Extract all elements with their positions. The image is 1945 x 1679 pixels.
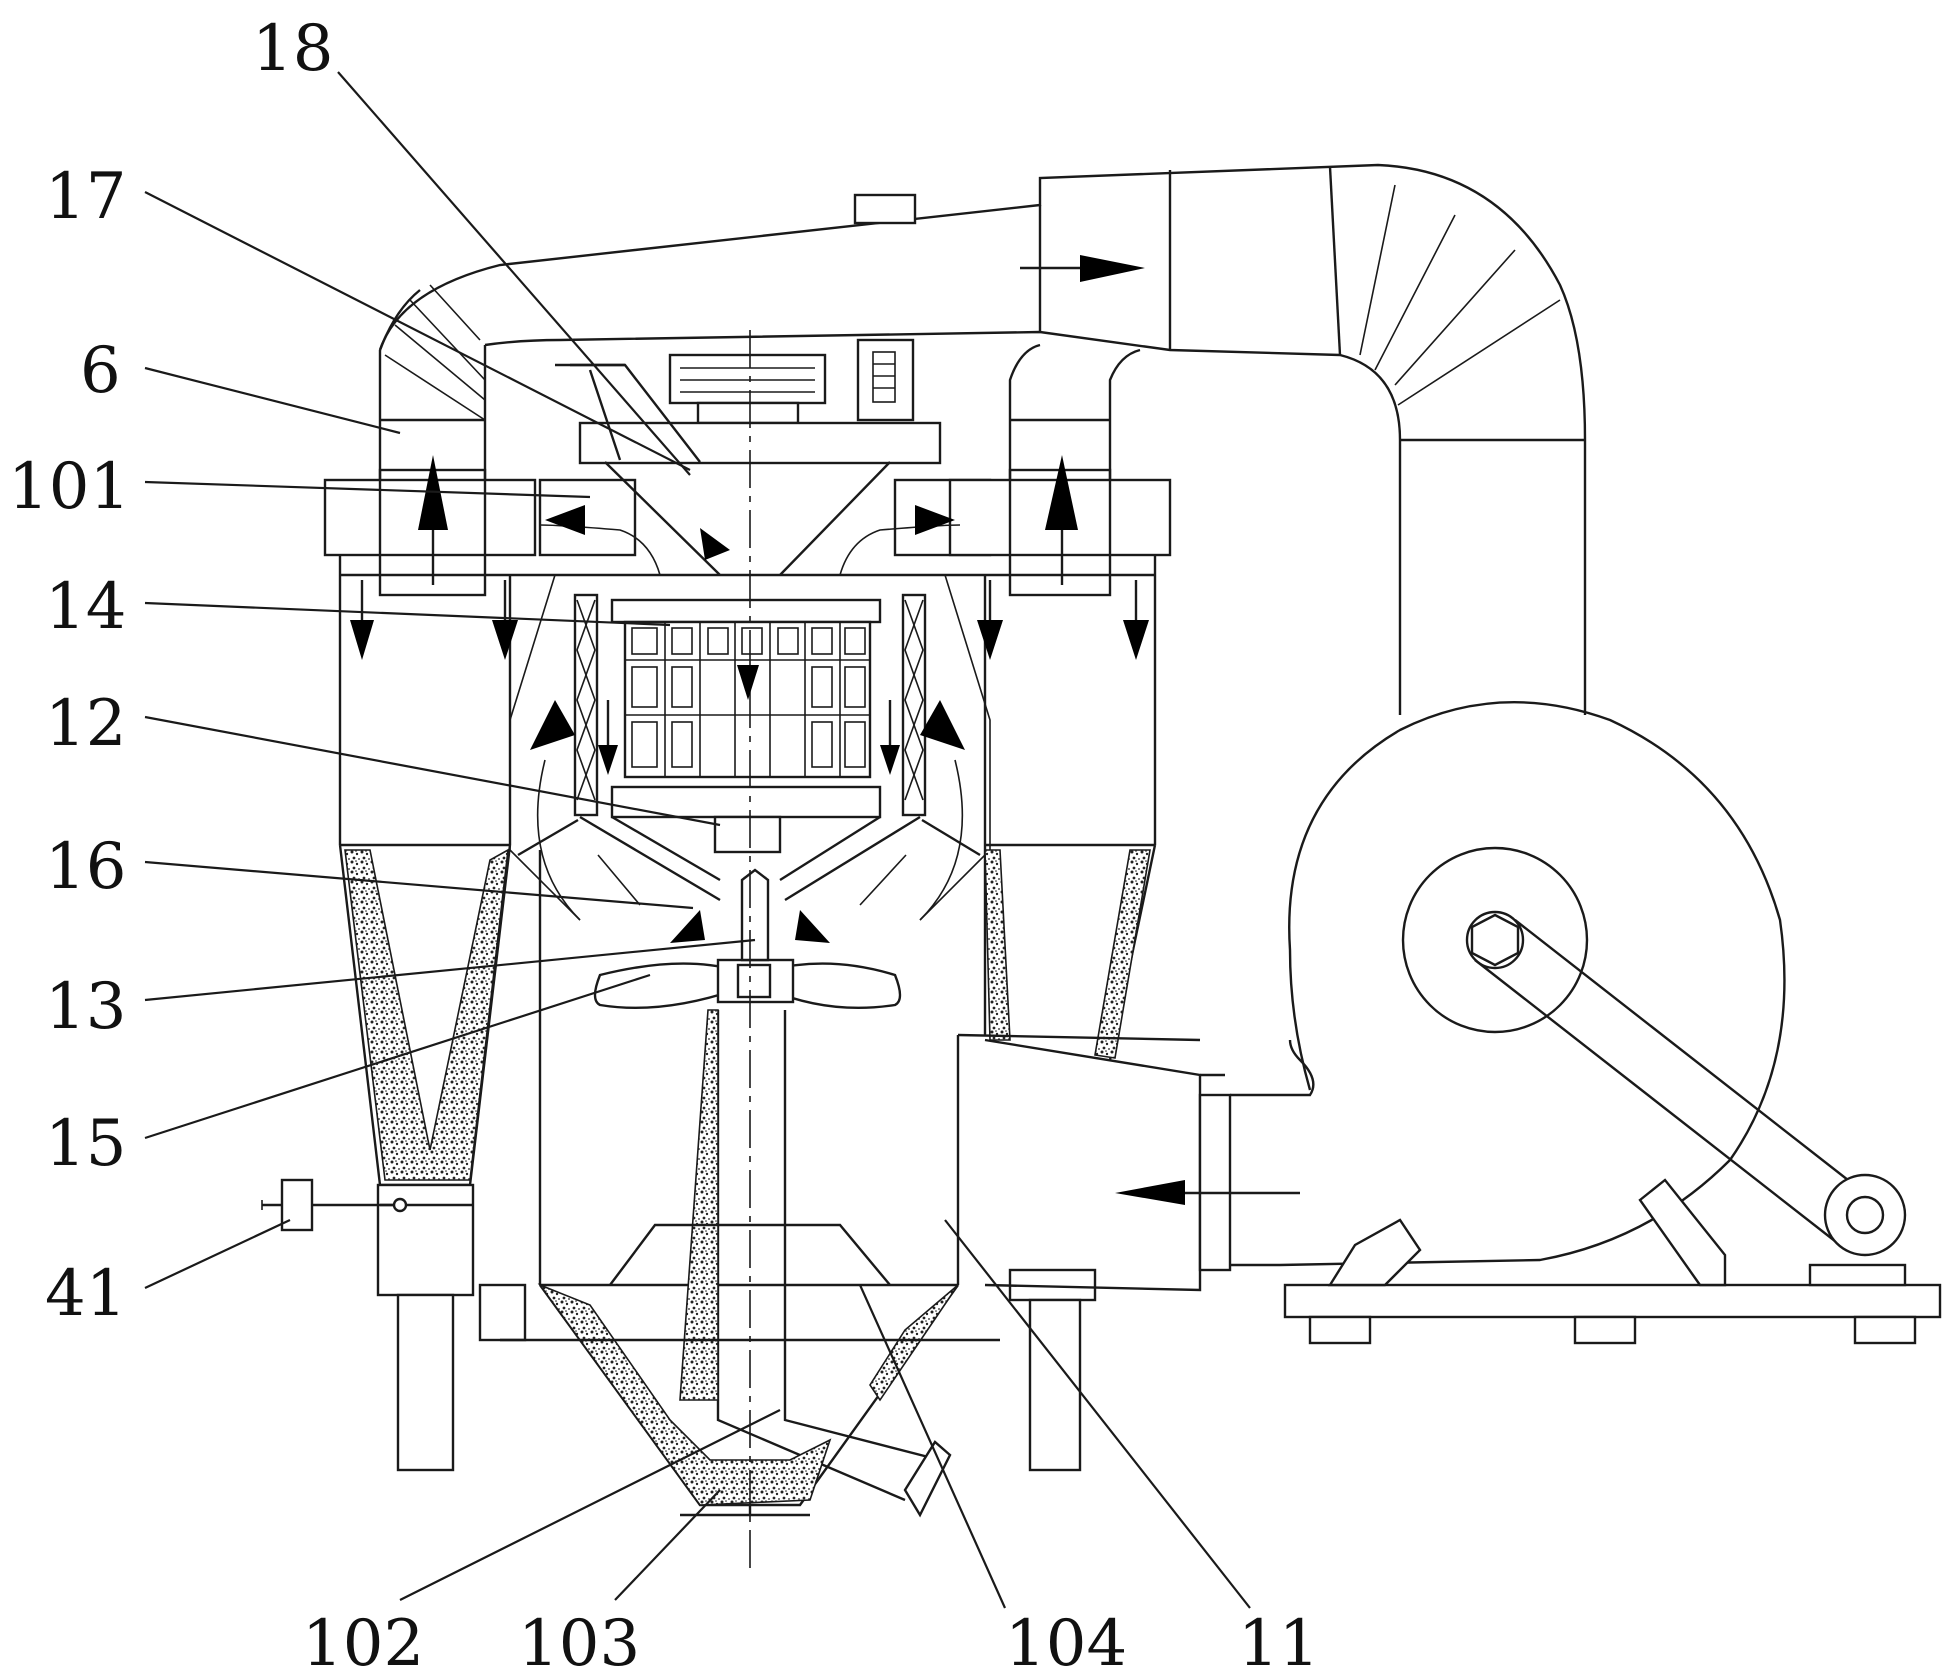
label-103: 103 bbox=[518, 1607, 640, 1679]
arrow-diag-16 bbox=[670, 910, 705, 943]
label-18: 18 bbox=[252, 12, 333, 86]
label-102: 102 bbox=[302, 1607, 424, 1679]
arrow-left-top bbox=[545, 505, 585, 535]
label-11: 11 bbox=[1238, 1607, 1319, 1679]
arrow-down-in-2 bbox=[880, 745, 900, 775]
left-cyclone bbox=[338, 575, 512, 1472]
arrow-left-inlet bbox=[1115, 1180, 1185, 1205]
inlet-duct bbox=[984, 1038, 1315, 1292]
outlet-boxes bbox=[323, 468, 1172, 597]
arrow-down-4 bbox=[1123, 620, 1149, 660]
label-104: 104 bbox=[1005, 1607, 1127, 1679]
mill-body bbox=[478, 330, 1201, 1575]
head-assembly bbox=[555, 338, 942, 465]
classifier bbox=[509, 461, 991, 921]
arrow-down-1 bbox=[350, 620, 374, 660]
reference-labels: 18 17 6 101 14 12 16 13 15 41 102 103 10… bbox=[8, 12, 1319, 1679]
arrow-down-in-1 bbox=[598, 745, 618, 775]
rotor bbox=[593, 868, 902, 1010]
arrow-up-right bbox=[1045, 455, 1078, 530]
valve-41 bbox=[261, 1178, 408, 1232]
arrow-diag-feed bbox=[700, 528, 730, 560]
label-12: 12 bbox=[45, 687, 126, 761]
arrow-down-3 bbox=[977, 620, 1003, 660]
label-6: 6 bbox=[80, 334, 121, 408]
top-duct bbox=[378, 163, 1587, 715]
label-13: 13 bbox=[45, 970, 126, 1044]
label-14: 14 bbox=[45, 570, 126, 644]
arrow-up-diag-left bbox=[530, 700, 575, 750]
fan bbox=[1279, 701, 1942, 1345]
arrow-right-top bbox=[915, 505, 955, 535]
label-101: 101 bbox=[8, 450, 130, 524]
label-15: 15 bbox=[45, 1107, 126, 1181]
arrow-down-centre bbox=[737, 665, 759, 700]
classifier-cage bbox=[623, 620, 872, 779]
arrow-down-2 bbox=[492, 620, 518, 660]
arrow-up-diag-right bbox=[920, 700, 965, 750]
arrow-diag-16r bbox=[795, 910, 830, 943]
label-16: 16 bbox=[45, 830, 126, 904]
label-41: 41 bbox=[45, 1257, 126, 1331]
leader-lines bbox=[144, 71, 1251, 1609]
arrow-right-duct bbox=[1080, 255, 1145, 282]
label-17: 17 bbox=[45, 160, 126, 234]
right-cyclone bbox=[983, 575, 1157, 1472]
